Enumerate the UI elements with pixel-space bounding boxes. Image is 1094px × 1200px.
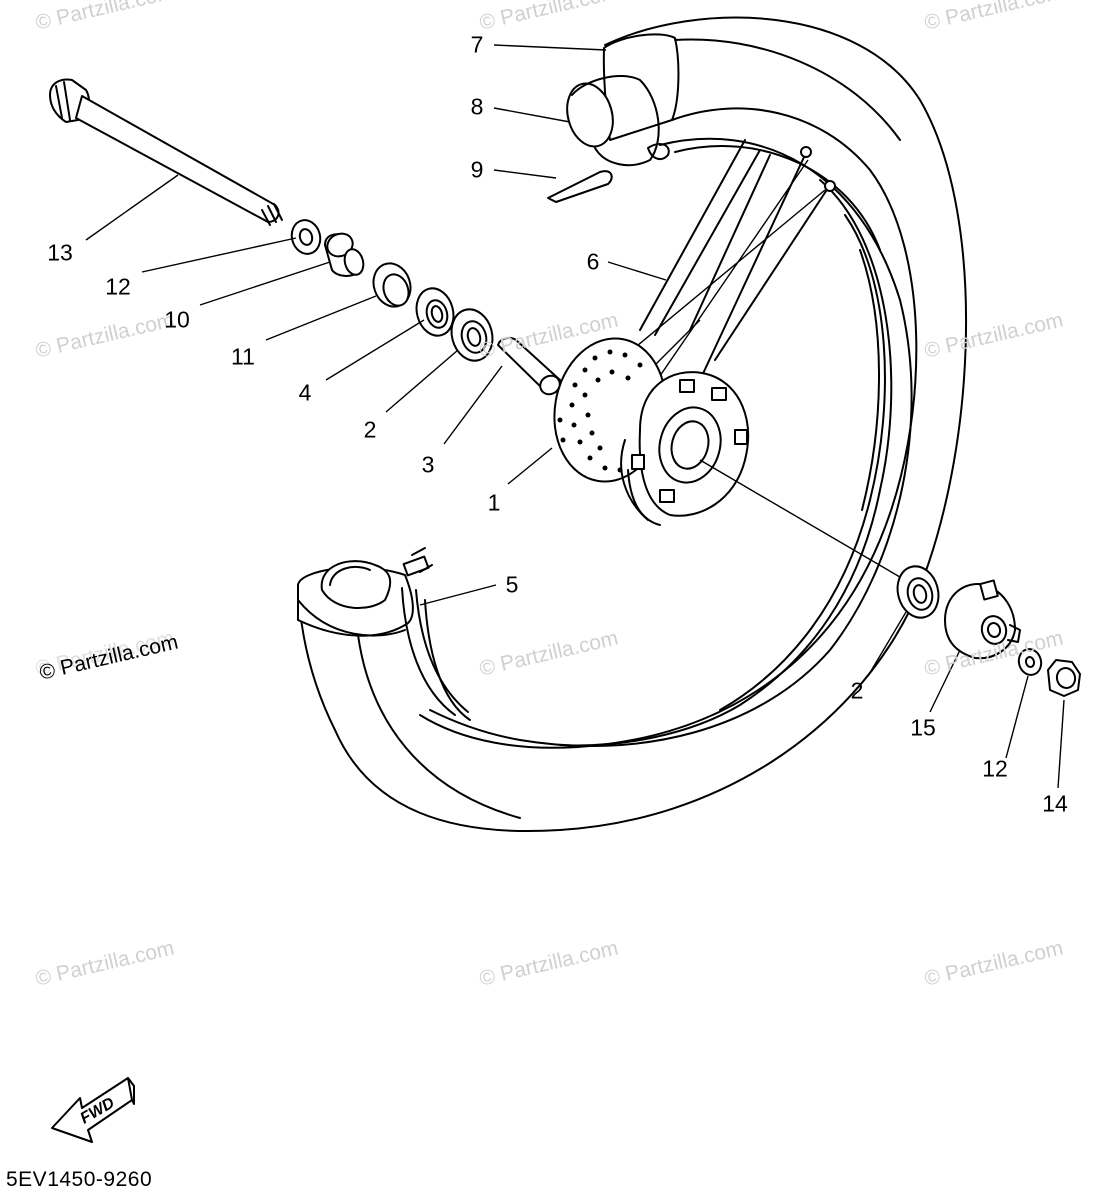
callout-9: 9	[470, 156, 484, 183]
callout-2-right: 2	[850, 677, 864, 704]
washer-part-12	[290, 219, 322, 255]
meter-gear-unit-part-15	[944, 579, 1021, 660]
bearing-part-2-right	[896, 565, 940, 619]
washer-part-12-right	[1017, 648, 1043, 676]
callout-11: 11	[231, 343, 255, 370]
bearing-part-4	[415, 287, 455, 337]
callout-6: 6	[586, 248, 600, 275]
tire-part-7	[297, 16, 968, 833]
callout-3: 3	[421, 451, 435, 478]
callout-10: 10	[164, 306, 190, 333]
rim-strip-part-8	[566, 75, 670, 167]
callout-15: 15	[910, 714, 936, 741]
tube-part-5	[320, 547, 469, 716]
callout-5: 5	[505, 571, 519, 598]
tube-flap-part-9	[547, 170, 613, 203]
callout-8: 8	[470, 93, 484, 120]
callout-14: 14	[1042, 790, 1068, 817]
hub-with-disc-part-1	[553, 337, 750, 526]
callout-1: 1	[487, 489, 501, 516]
fwd-arrow-icon: FWD	[51, 1077, 135, 1143]
oil-seal-part-11	[372, 262, 412, 308]
callout-7: 7	[470, 31, 484, 58]
axle-nut-part-14	[1047, 659, 1081, 697]
collar-part-10	[324, 232, 365, 277]
bearing-part-2	[450, 308, 494, 362]
callout-12-right: 12	[982, 755, 1008, 782]
callout-13: 13	[47, 239, 73, 266]
leader-lines	[85, 44, 1065, 789]
spacer-part-3	[497, 336, 562, 396]
callout-2: 2	[363, 416, 377, 443]
callout-4: 4	[298, 379, 312, 406]
diagram-code: 5EV1450-9260	[6, 1168, 153, 1191]
callout-12: 12	[105, 273, 131, 300]
axle-part-13	[49, 78, 283, 226]
axle-centerline	[699, 459, 906, 581]
